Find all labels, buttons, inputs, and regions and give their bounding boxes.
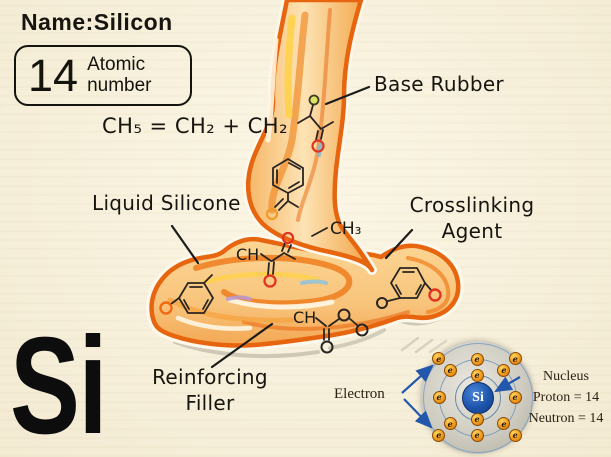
silicone-puddle bbox=[146, 233, 464, 352]
methyl-label: CH₃ bbox=[330, 219, 361, 239]
atomic-number-caption: Atomic number bbox=[87, 53, 152, 96]
molecule-peroxide bbox=[315, 308, 369, 354]
reinforcing-filler-label: Reinforcing Filler bbox=[152, 365, 268, 415]
ch-label-diketone: CH bbox=[236, 245, 259, 264]
chemical-formula: CH₅ = CH₂ + CH₂ bbox=[102, 114, 289, 138]
electron: e bbox=[432, 390, 446, 404]
electron: e bbox=[470, 368, 484, 382]
electron: e bbox=[432, 428, 446, 442]
atom-arrows bbox=[401, 364, 521, 429]
electron-arrow-up bbox=[401, 364, 434, 394]
electron: e bbox=[497, 417, 511, 431]
nucleus-arrow bbox=[494, 376, 521, 393]
electron: e bbox=[470, 412, 484, 426]
electron: e bbox=[508, 390, 522, 404]
electron-arrow-down bbox=[403, 398, 433, 429]
electron: e bbox=[443, 417, 457, 431]
methyl-bond bbox=[311, 227, 328, 237]
liquid-silicone-label: Liquid Silicone bbox=[92, 191, 241, 215]
electron: e bbox=[497, 363, 511, 377]
neutron-count: Neutron = 14 bbox=[528, 411, 604, 426]
electron-label: Electron bbox=[334, 386, 385, 402]
electron: e bbox=[432, 352, 446, 366]
electron: e bbox=[508, 352, 522, 366]
nucleus-info: Nucleus Proton = 14 Neutron = 14 bbox=[521, 366, 611, 429]
proton-count: Proton = 14 bbox=[532, 390, 600, 405]
crosslinking-pointer bbox=[384, 228, 414, 260]
molecule-drawings bbox=[159, 94, 442, 354]
base-rubber-label: Base Rubber bbox=[374, 72, 504, 96]
electron: e bbox=[470, 428, 484, 442]
element-symbol: Si bbox=[10, 309, 108, 457]
electron: e bbox=[443, 363, 457, 377]
ch-label-peroxide: CH bbox=[293, 308, 316, 327]
molecule-benzene-left bbox=[159, 274, 215, 315]
electron-shell-outer bbox=[423, 343, 533, 453]
atomic-number-box: 14 Atomic number bbox=[14, 45, 192, 106]
electron: e bbox=[508, 428, 522, 442]
liquid-silicone-pointer bbox=[170, 224, 200, 265]
crosslinking-agent-label: Crosslinking Agent bbox=[409, 193, 535, 243]
atomic-number-value: 14 bbox=[28, 50, 79, 101]
reinforcing-pointer bbox=[210, 322, 274, 369]
pointer-lines bbox=[170, 85, 414, 369]
element-name-label: Name:Silicon bbox=[21, 9, 173, 35]
base-rubber-pointer bbox=[324, 85, 371, 106]
electron: e bbox=[470, 352, 484, 366]
molecule-benzene-carbonyl bbox=[265, 157, 304, 221]
molecule-benzene-right bbox=[376, 267, 442, 309]
molecule-stream bbox=[297, 94, 334, 153]
nucleus-label: Nucleus bbox=[543, 369, 589, 384]
molecule-diketone bbox=[260, 231, 296, 288]
